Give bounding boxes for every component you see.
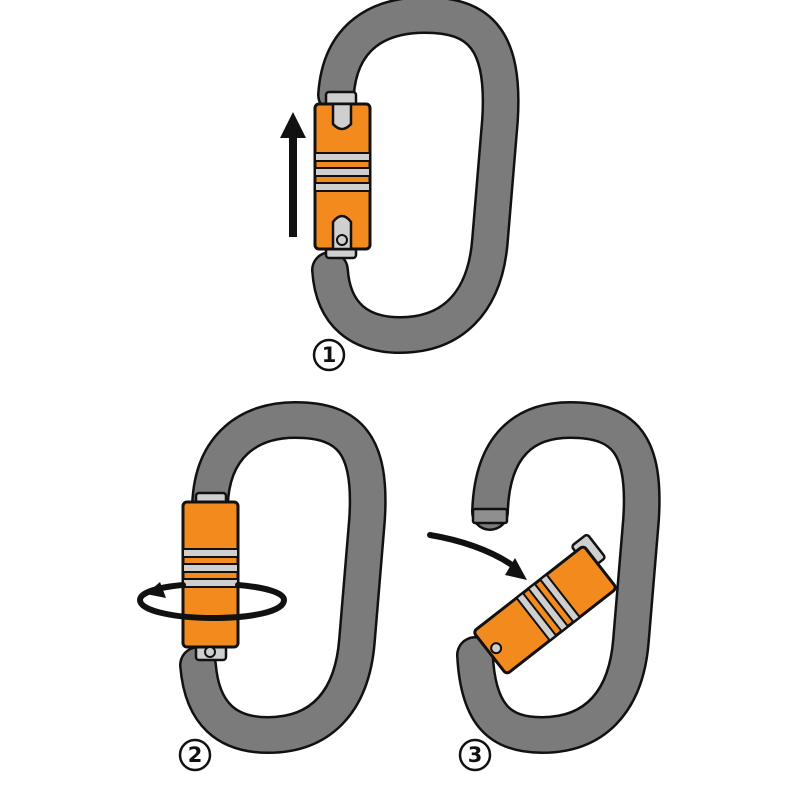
carabiner-step-3: 3: [427, 401, 661, 772]
locking-gate-2: [181, 491, 240, 662]
carabiner-step-2: 2: [136, 401, 387, 772]
step-number-3: 3: [468, 743, 483, 767]
step-label-1: 1: [312, 338, 346, 372]
nose-end: [471, 507, 509, 525]
locking-gate-1: [313, 90, 372, 260]
rotate-arrow-icon: [136, 582, 288, 622]
step-number-1: 1: [322, 343, 337, 367]
carabiner-step-1: 1: [280, 0, 520, 372]
curved-arrow-icon: [427, 532, 527, 580]
locking-gate-3: [473, 533, 617, 675]
step-number-2: 2: [188, 743, 203, 767]
arrow-up-icon: [280, 112, 306, 237]
step-label-2: 2: [178, 738, 212, 772]
step-label-3: 3: [458, 738, 492, 772]
